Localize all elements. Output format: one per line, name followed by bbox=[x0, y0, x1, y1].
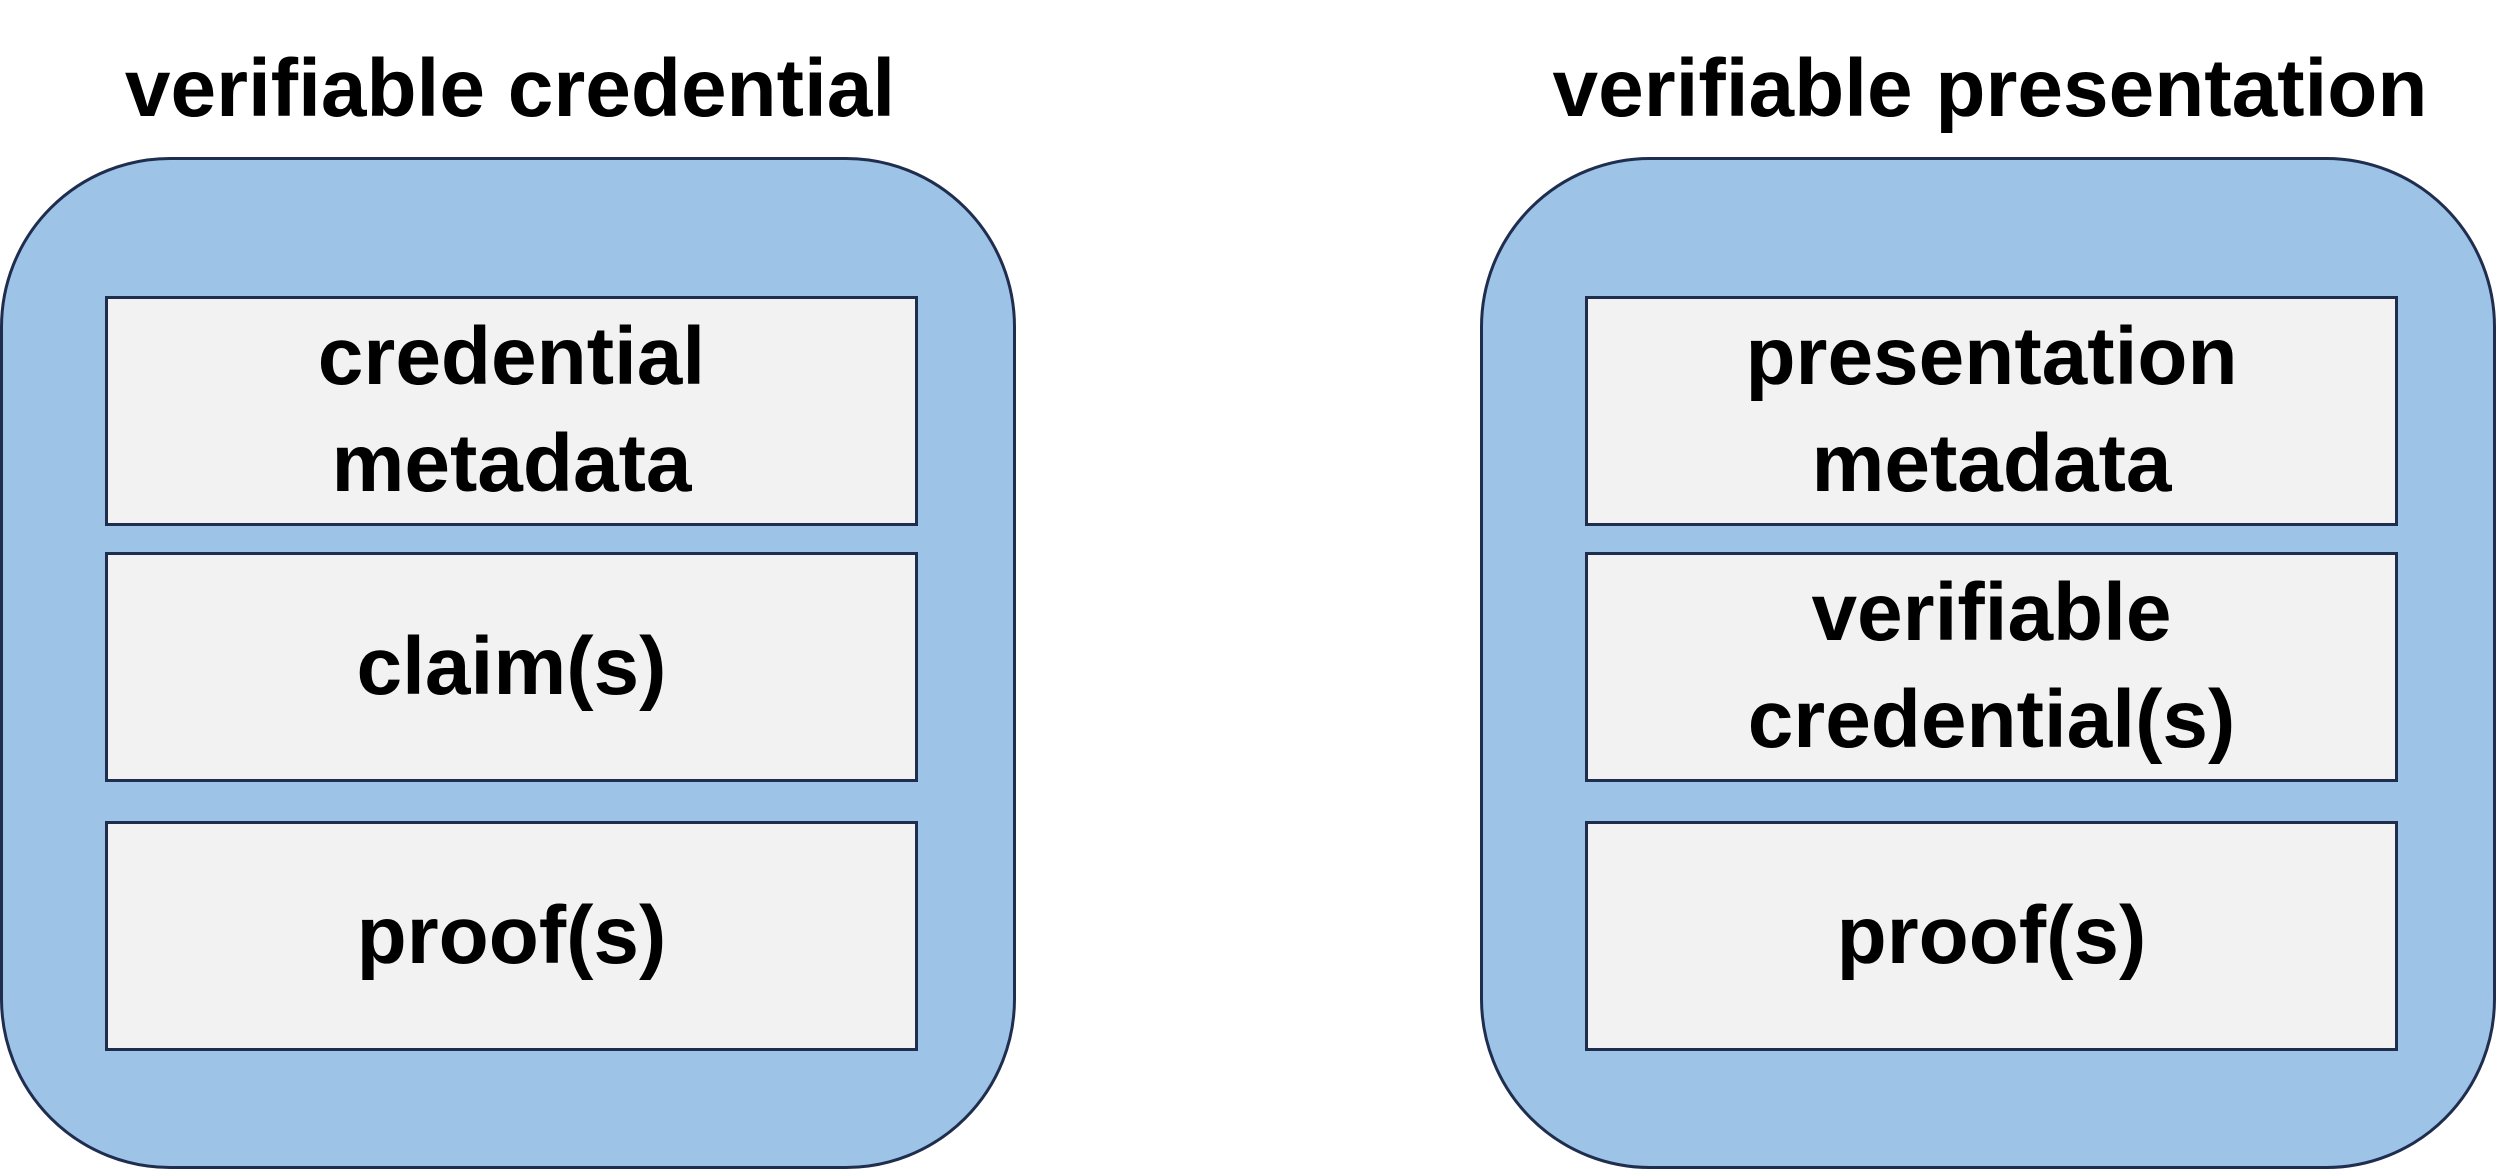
presentation-proofs-label: proof(s) bbox=[1836, 889, 2147, 981]
presentation-metadata-block: presentation metadata bbox=[1585, 296, 2398, 526]
presentation-metadata-label-line1: presentation bbox=[1745, 311, 2238, 403]
credential-metadata-label-line2: metadata bbox=[331, 418, 692, 509]
credential-proofs-block: proof(s) bbox=[105, 821, 918, 1051]
credential-metadata-block: credential metadata bbox=[105, 296, 918, 526]
credential-metadata-label-line1: credential bbox=[317, 311, 706, 403]
presentation-proofs-block: proof(s) bbox=[1585, 821, 2398, 1051]
claims-label: claim(s) bbox=[356, 620, 667, 712]
verifiable-credentials-block: verifiable credential(s) bbox=[1585, 552, 2398, 782]
presentation-metadata-label-line2: metadata bbox=[1811, 418, 2172, 509]
verifiable-credentials-label-line1: verifiable bbox=[1811, 567, 2172, 659]
verifiable-credential-title: verifiable credential bbox=[124, 43, 896, 134]
verifiable-presentation-container: presentation metadata verifiable credent… bbox=[1480, 157, 2496, 1169]
verifiable-credentials-label-line2: credential(s) bbox=[1747, 674, 2236, 765]
claims-block: claim(s) bbox=[105, 552, 918, 782]
credential-proofs-label: proof(s) bbox=[356, 889, 667, 981]
verifiable-credential-container: credential metadata claim(s) proof(s) bbox=[0, 157, 1016, 1169]
verifiable-presentation-title: verifiable presentation bbox=[1552, 43, 2428, 134]
